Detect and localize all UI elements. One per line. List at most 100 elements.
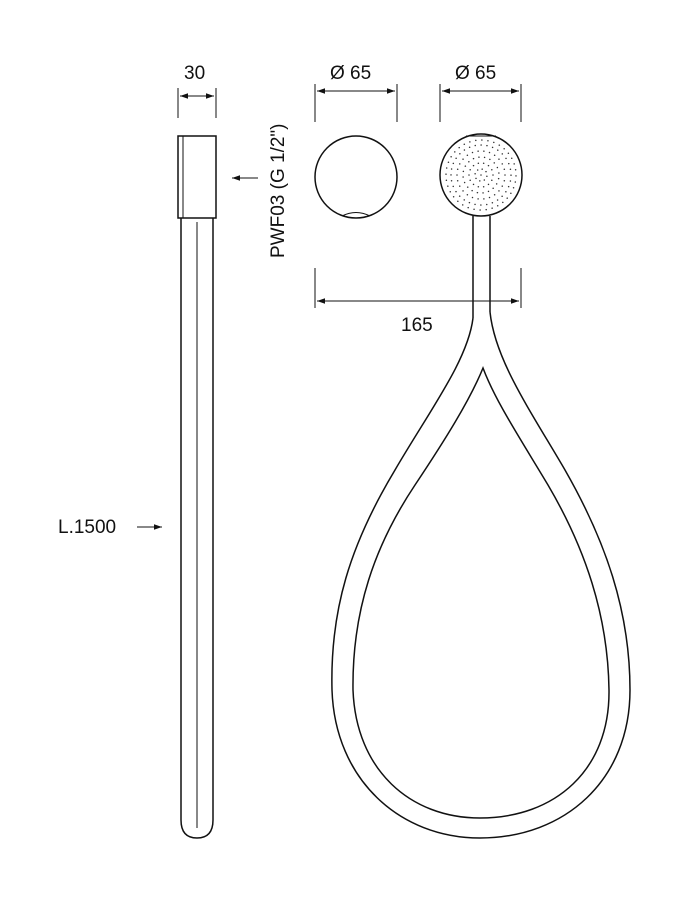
nozzle-dot (452, 185, 454, 188)
hose-holder-side-view (177, 135, 217, 219)
nozzle-dot (476, 169, 479, 171)
nozzle-dot (459, 152, 461, 155)
nozzle-dot (462, 190, 464, 192)
nozzle-dot (463, 149, 466, 151)
nozzle-dot (467, 206, 469, 209)
nozzle-dot (491, 169, 493, 171)
nozzle-dot (514, 181, 517, 183)
nozzle-dot (466, 186, 469, 188)
nozzle-dot (498, 190, 500, 192)
nozzle-dot (479, 209, 481, 211)
nozzle-dot (472, 183, 475, 186)
nozzle-dot (489, 158, 491, 161)
nozzle-dot (478, 156, 480, 158)
looped-hose (331, 216, 631, 839)
nozzle-dot (471, 196, 474, 199)
nozzle-dot (458, 146, 460, 149)
nozzle-dot (468, 160, 470, 163)
span-dimension (314, 268, 522, 308)
nozzle-dot (462, 176, 464, 178)
nozzle-dot (491, 202, 494, 204)
nozzle-dot (505, 157, 507, 160)
nozzle-dot (511, 157, 513, 160)
nozzle-dot (466, 194, 469, 196)
nozzle-dot (447, 161, 450, 163)
nozzle-dot (491, 179, 493, 181)
nozzle-dot (468, 201, 471, 204)
nozzle-dot (459, 163, 461, 165)
nozzle-dot (447, 185, 449, 187)
nozzle-dot (468, 174, 470, 176)
nozzle-dot (480, 174, 482, 176)
nozzle-dot (452, 196, 455, 198)
nozzle-dot (501, 195, 503, 198)
nozzle-dot (492, 174, 494, 176)
shower-head (439, 133, 523, 217)
nozzle-dot (461, 204, 464, 206)
nozzle-dot (501, 185, 503, 187)
nozzle-dot (463, 181, 466, 184)
nozzle-dot (471, 151, 474, 154)
nozzle-dot (475, 177, 477, 180)
nozzle-dot (488, 151, 491, 154)
nozzle-dot (491, 207, 493, 209)
length-label: L.1500 (58, 517, 117, 538)
nozzle-dot (479, 180, 481, 182)
nozzle-dot (456, 179, 459, 182)
nozzle-dot (445, 179, 448, 181)
nozzle-dot (487, 190, 490, 193)
nozzle-dot (504, 174, 506, 176)
nozzle-dot (507, 185, 510, 188)
nozzle-dot (474, 203, 476, 206)
nozzle-dot (474, 173, 476, 175)
nozzle-dot (486, 144, 488, 147)
nozzle-dot (474, 144, 476, 147)
nozzle-dot (485, 208, 487, 211)
nozzle-dot (477, 198, 479, 200)
nozzle-dot (469, 141, 471, 143)
nozzle-dot (482, 162, 485, 165)
nozzle-dot (472, 157, 475, 160)
nozzle-dot (452, 162, 455, 165)
nozzle-dot (450, 180, 453, 182)
nozzle-dot (466, 154, 469, 156)
diameter-label-left: Ø 65 (330, 63, 372, 84)
nozzle-dot (492, 187, 494, 190)
nozzle-dot (472, 164, 475, 167)
shower-nozzles (445, 139, 517, 211)
nozzle-dot (445, 173, 447, 175)
nozzle-dot (501, 163, 503, 165)
nozzle-dot (496, 205, 499, 207)
nozzle-dot (455, 157, 457, 159)
nozzle-dot (505, 191, 507, 193)
nozzle-dot (475, 139, 477, 142)
nozzle-dot (497, 149, 499, 151)
nozzle-dot (496, 199, 499, 201)
nozzle-dot (488, 196, 491, 199)
nozzle-dot (459, 185, 461, 187)
nozzle-dot (487, 183, 490, 186)
nozzle-dot (463, 143, 466, 145)
nozzle-dot (471, 189, 473, 192)
nozzle-dot (445, 167, 448, 169)
nozzle-dot (464, 165, 467, 167)
nozzle-dot (502, 201, 504, 204)
nozzle-dot (496, 166, 499, 169)
nozzle-dot (477, 150, 479, 152)
nozzle-dot (473, 208, 475, 211)
nozzle-dot (483, 198, 485, 200)
nozzle-dot (481, 168, 483, 170)
nozzle-dot (486, 175, 488, 177)
diameter-dimension-right (439, 84, 522, 122)
nozzle-dot (468, 146, 471, 148)
nozzle-dot (497, 177, 500, 180)
nozzle-dot (498, 172, 500, 174)
nozzle-dot (515, 175, 517, 177)
nozzle-dot (503, 148, 505, 150)
nozzle-dot (485, 170, 487, 173)
nozzle-dot (498, 158, 500, 160)
nozzle-dot (449, 190, 451, 193)
diameter-dimension-left (314, 84, 398, 122)
nozzle-dot (513, 163, 515, 165)
